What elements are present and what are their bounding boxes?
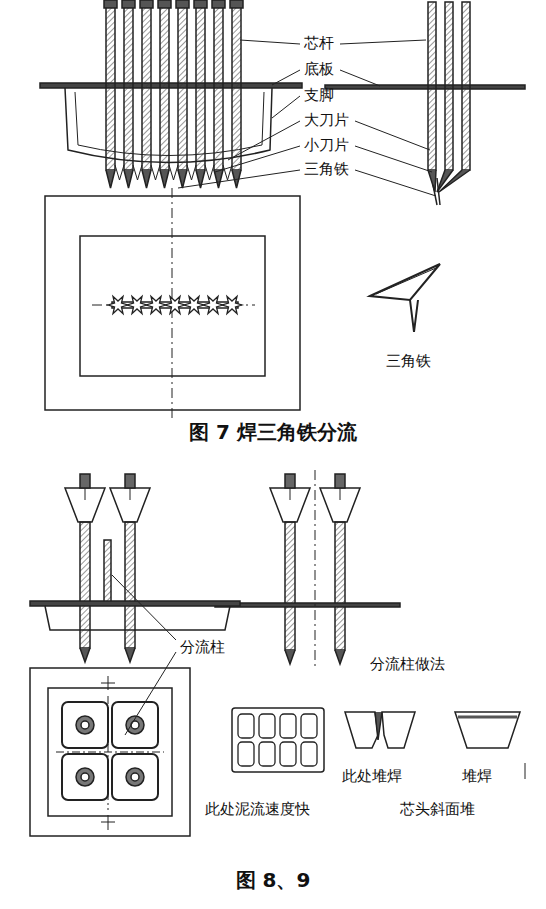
part-label: 分流柱做法: [370, 655, 445, 673]
part-label: 芯头斜面堆: [400, 800, 475, 818]
fig7-plan: [45, 188, 300, 418]
fig8-plan: [30, 652, 190, 836]
part-label: 支脚: [304, 86, 334, 104]
part-label: 小刀片: [304, 136, 349, 154]
part-label: 芯杆: [304, 34, 334, 52]
fig7-side: [325, 2, 525, 205]
triangle-iron: [370, 264, 440, 332]
part-label: 三角铁: [386, 352, 431, 370]
part-label: 堆焊: [462, 767, 492, 785]
figure-caption: 图 7 焊三角铁分流: [189, 420, 357, 444]
part-label: 此处泥流速度快: [205, 800, 310, 818]
part-label: 分流柱: [178, 638, 227, 656]
fig8-front: [30, 470, 400, 668]
figure-caption: 图 8、9: [236, 868, 311, 892]
fig7-front: [40, 0, 302, 188]
part-label: 底板: [304, 60, 334, 78]
part-label: 此处堆焊: [342, 767, 402, 785]
part-label: 大刀片: [304, 111, 349, 129]
leader-lines: [178, 40, 436, 196]
part-label: 三角铁: [304, 160, 349, 178]
